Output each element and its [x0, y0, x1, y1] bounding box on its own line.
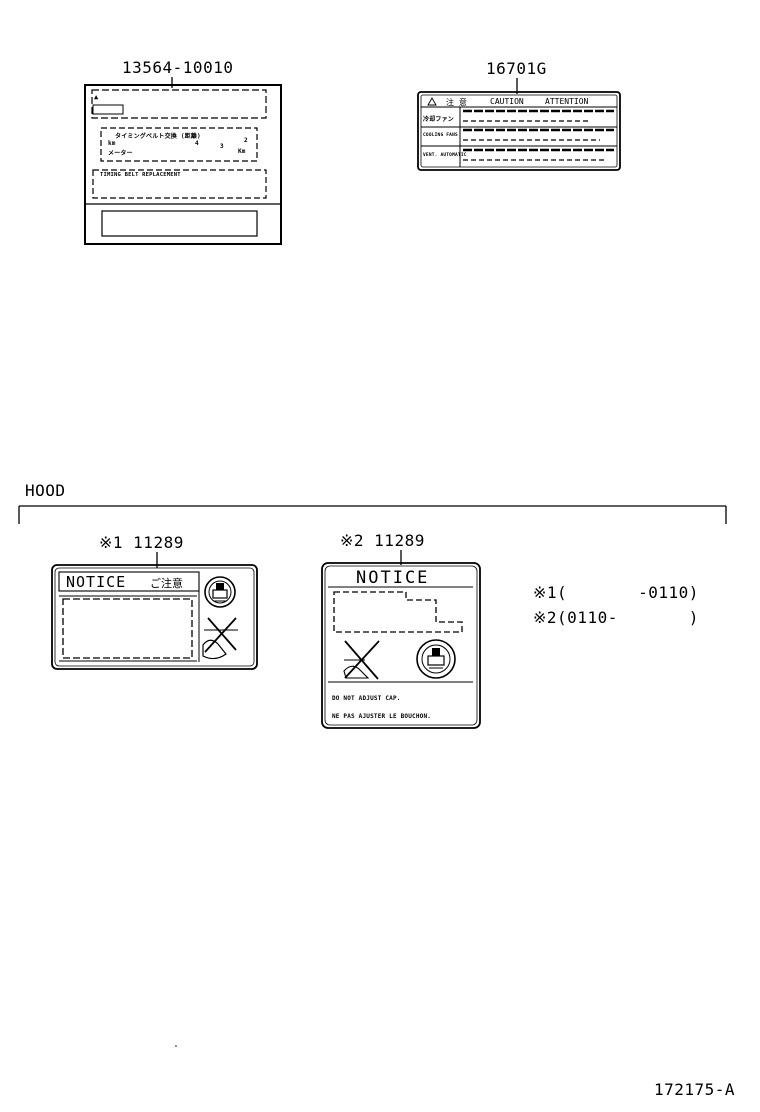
hood-right-label-drawing: [321, 550, 481, 729]
hood-heading: HOOD: [25, 481, 66, 500]
note-1-range: ( -0110): [557, 583, 699, 602]
part-number-13564: 13564-10010: [122, 58, 234, 77]
hood-left-notice-jp: ご注意: [150, 577, 183, 590]
label-13564-row-km: km: [108, 140, 116, 147]
label-16701-row3: VENT. AUTOMATIC: [423, 153, 467, 158]
label-16701-attention: ATTENTION: [545, 97, 589, 106]
label-13564-digit-2: 3: [220, 143, 224, 150]
part-number-hood-right: ※2 11289: [340, 531, 425, 550]
hood-right-line2: NE PAS AJUSTER LE BOUCHON.: [332, 713, 432, 720]
label-13564-timing-text: TIMING BELT REPLACEMENT: [100, 172, 181, 178]
label-16701-row2: COOLING FANS: [423, 133, 458, 138]
note-1-mark: ※1: [533, 583, 558, 602]
hood-left-notice: NOTICE: [66, 573, 127, 591]
part-number-hood-left: ※1 11289: [99, 533, 184, 552]
label-16701-caution: CAUTION: [490, 97, 524, 106]
figure-id: 172175-A: [654, 1080, 736, 1099]
label-16701g-drawing: [417, 78, 621, 171]
label-13564-drawing: [84, 77, 282, 245]
hood-left-label-drawing: [51, 552, 258, 670]
note-2-mark: ※2: [533, 608, 558, 627]
label-13564-mark: ▲: [94, 93, 99, 101]
hood-bracket: [18, 505, 727, 524]
hood-right-notice: NOTICE: [356, 568, 430, 588]
hood-right-line1: DO NOT ADJUST CAP.: [332, 695, 401, 702]
note-2-range: (0110- ): [557, 608, 699, 627]
note-2: ※2(0110- ): [533, 608, 699, 627]
part-number-16701g: 16701G: [486, 59, 547, 78]
label-16701-row1: 冷却ファン: [423, 116, 455, 123]
label-13564-digit-1: 4: [195, 140, 199, 147]
label-16701-warn-jp: 注 意: [446, 98, 467, 107]
note-1: ※1( -0110): [533, 583, 699, 602]
label-13564-unit: Km: [238, 148, 246, 155]
label-13564-digit-3: 2: [244, 137, 248, 144]
label-13564-row-meter: メーター: [108, 150, 133, 157]
label-13564-title-jp: タイミングベルト交換 (距離): [115, 133, 201, 140]
